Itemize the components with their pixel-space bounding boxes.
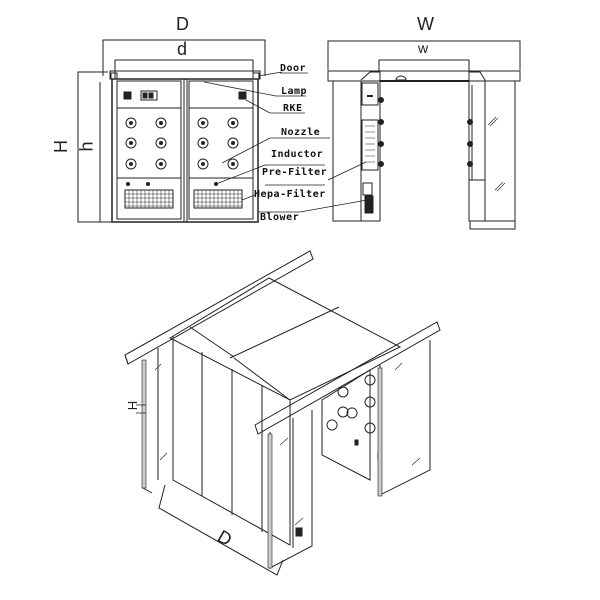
control-box-icon (295, 527, 303, 537)
top-rail-front (254, 321, 441, 435)
dim-label-d: d (177, 39, 188, 59)
right-glass-panel (379, 340, 431, 496)
dim-label-D: D (176, 14, 189, 34)
label-blower: Blower (260, 212, 300, 223)
right-door (188, 80, 254, 220)
door-hinge-left (110, 72, 118, 80)
top-header (109, 70, 261, 80)
dimension-D-iso (158, 484, 284, 576)
label-door: Door (280, 63, 307, 74)
dimension-w-bracket (378, 59, 470, 71)
label-inductor: Inductor (271, 149, 324, 160)
left-unit (360, 71, 381, 222)
roof (168, 277, 402, 401)
label-pre-filter: Pre-Filter (262, 167, 328, 178)
dimension-W-bracket (327, 40, 521, 70)
dimension-d-bracket (114, 59, 254, 78)
side-view (299, 40, 521, 230)
front-view (77, 39, 330, 223)
hepa-filter-side (361, 119, 379, 171)
top-bar (327, 70, 521, 82)
button-icon (123, 91, 132, 100)
leader-lines (203, 71, 330, 213)
left-door (116, 80, 182, 220)
dimension-D-bracket (102, 39, 266, 76)
right-unit-interior (321, 369, 371, 481)
dim-label-h: h (76, 141, 97, 152)
isometric-view (124, 250, 441, 576)
outer-frame (111, 78, 259, 223)
control-display (140, 90, 158, 101)
label-lamp: Lamp (281, 86, 308, 97)
label-nozzle: Nozzle (281, 127, 321, 138)
iso-label-H: H (125, 400, 141, 411)
blower-side (364, 195, 374, 214)
dim-label-w: w (418, 40, 429, 56)
label-rke: RKE (283, 103, 303, 114)
front-pillar (269, 410, 313, 569)
button-icon (238, 91, 247, 100)
dim-label-W: W (417, 14, 434, 34)
dim-label-H: H (51, 140, 71, 153)
label-hepa-filter: Hepa-Filter (254, 189, 326, 200)
dimension-H-bracket (77, 71, 120, 223)
